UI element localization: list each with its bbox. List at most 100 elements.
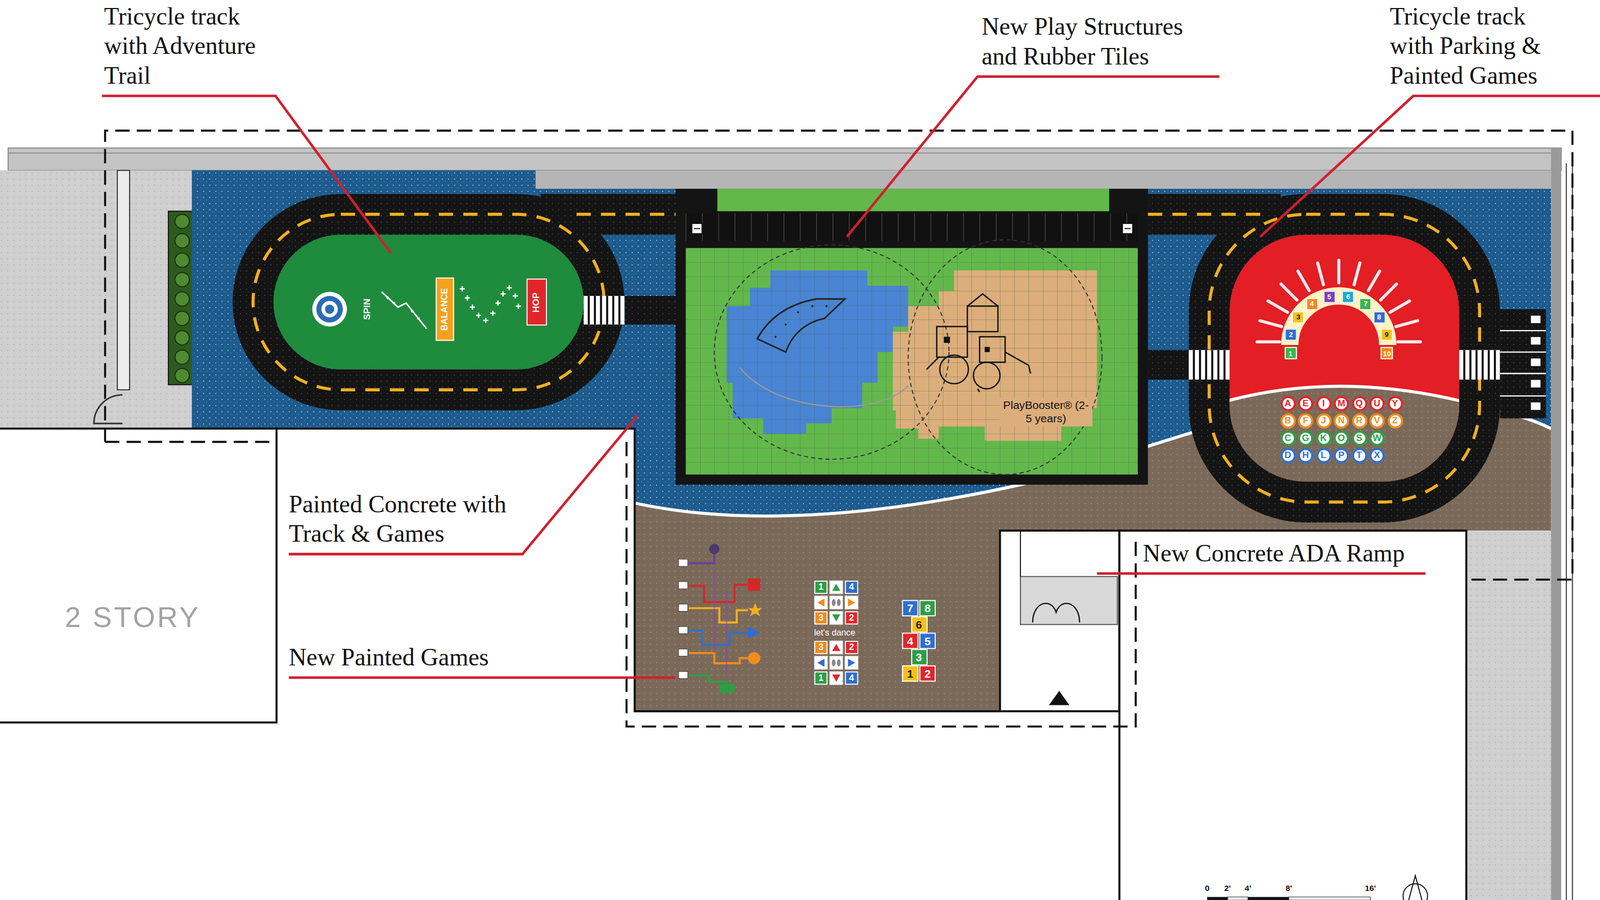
leader-line: [101, 95, 391, 254]
play-area: [907, 239, 1103, 475]
east-tricycle-track: [1530, 401, 1541, 410]
west-tricycle-track: [253, 214, 605, 390]
letter-circle: W: [1369, 430, 1385, 446]
hopscotch-square: 2: [919, 665, 936, 682]
shape-text: 2: [848, 642, 855, 653]
blue-surfacing: [191, 170, 1551, 517]
shape-text: F: [1303, 415, 1309, 425]
maze-game: [709, 543, 720, 554]
east-tricycle-track: [1469, 349, 1472, 380]
east-walkway: [1550, 148, 1562, 900]
callout-label: Painted Concrete with Track & Games: [288, 489, 508, 550]
dance-number-cell: 2: [845, 610, 859, 625]
maze-game: [748, 602, 763, 617]
sun-arc: [1289, 295, 1388, 345]
maze-game: [688, 653, 749, 664]
letter-circle: K: [1315, 430, 1332, 446]
adventure-trail-marks: [321, 301, 339, 318]
maze-game: [688, 675, 727, 684]
east-tricycle-track: [1211, 349, 1214, 380]
dance-grid: [832, 583, 841, 591]
work-limit: [105, 130, 1573, 727]
scale-bar: [1248, 896, 1290, 900]
callout-label: New Concrete ADA Ramp: [1143, 539, 1405, 569]
sun-rays: [1368, 271, 1380, 292]
leader-line: [288, 676, 676, 679]
shape-text: Q: [1355, 398, 1363, 408]
maze-game: [678, 648, 688, 656]
play-area: [714, 244, 950, 460]
west-walkway: [174, 233, 190, 248]
maze-game: [688, 584, 749, 603]
dance-number-cell: 2: [845, 640, 859, 655]
letter-circle: N: [1333, 412, 1349, 429]
letter-circle: I: [1315, 395, 1332, 412]
west-tricycle-track: [540, 194, 676, 236]
play-area: [825, 304, 828, 308]
ada-ramp: [1019, 530, 1021, 577]
leader-line: [288, 415, 639, 554]
dance-grid: [831, 598, 836, 606]
west-tricycle-track: [273, 234, 584, 370]
adventure-trail-marks: [312, 291, 348, 327]
shape-text: 8: [1377, 313, 1381, 321]
shape-text: A: [1284, 398, 1291, 408]
play-area: PlayBooster® (2-5 years): [685, 247, 1138, 475]
letter-circle: Q: [1351, 395, 1368, 412]
shape-text: 4: [848, 673, 855, 683]
letter-circle: C: [1280, 430, 1296, 446]
west-walkway: [174, 349, 190, 365]
dance-grid: [829, 580, 843, 594]
east-walkway: [1466, 530, 1551, 900]
dance-grid: [837, 658, 841, 666]
east-walkway: [1571, 163, 1573, 900]
scale-number: 16': [1364, 883, 1377, 894]
play-area: [967, 293, 998, 307]
west-walkway: [0, 170, 192, 429]
hopscotch-square: 6: [910, 616, 928, 633]
east-tricycle-track: [1475, 349, 1478, 380]
number-tile: 7: [1359, 298, 1372, 311]
number-tile: 4: [1305, 298, 1318, 311]
north-arrow: [1403, 883, 1428, 900]
building: 2 STORY: [0, 428, 277, 723]
dance-grid: [817, 598, 825, 607]
west-walkway: [0, 170, 196, 429]
play-area: [939, 355, 969, 384]
letter-circle: T: [1351, 447, 1368, 463]
play-area: [685, 247, 1138, 475]
shape-text: 2: [924, 668, 931, 680]
sun-rays: [1397, 340, 1421, 344]
shape-text: 1: [1288, 349, 1293, 357]
east-tricycle-track: [1147, 194, 1546, 503]
play-area: [774, 335, 777, 339]
dance-grid: [814, 656, 828, 670]
shape-text: 3: [915, 651, 923, 663]
sun-rays: [1354, 262, 1361, 285]
shape-text: N: [1338, 415, 1345, 425]
west-tricycle-track: [593, 295, 597, 325]
play-area: [811, 304, 814, 308]
east-tricycle-track: [1499, 309, 1546, 419]
adventure-trail-marks: [416, 317, 420, 320]
west-walkway: [93, 395, 123, 424]
ada-ramp: [1048, 690, 1069, 706]
shape-text: HOP: [532, 292, 542, 312]
play-area: [943, 336, 950, 343]
play-area: [1124, 228, 1131, 230]
play-area: [797, 311, 800, 314]
top-wall: [7, 148, 1562, 171]
east-tricycle-track: [1487, 349, 1490, 380]
north-arrow: [1408, 875, 1423, 900]
west-walkway: [117, 170, 130, 390]
letter-circle: Z: [1387, 412, 1403, 429]
scale-number: 4': [1244, 883, 1252, 894]
play-area: [693, 228, 700, 230]
east-tricycle-track: [1147, 349, 1189, 380]
shape-text: D: [1284, 450, 1291, 460]
leader-line: [847, 76, 1220, 237]
play-area: [1122, 223, 1133, 234]
shape-text: L: [1320, 450, 1327, 460]
